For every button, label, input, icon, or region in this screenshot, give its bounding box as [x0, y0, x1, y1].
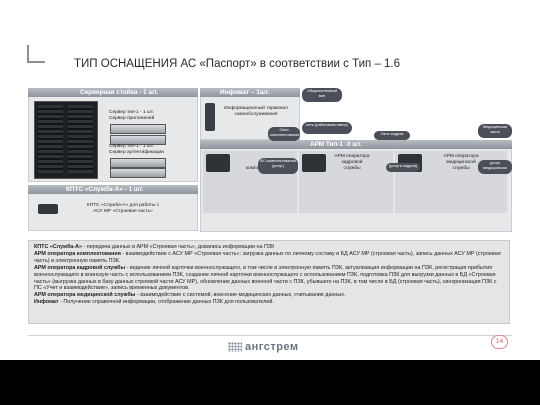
- server-rack-header-label: Серверная стойка - 1 шт.: [80, 89, 159, 96]
- description-arm-hr: АРМ оператора кадровой службы - ведение …: [34, 265, 504, 293]
- kpts-header-label: КПТС «Служба-А» - 1 шт.: [66, 186, 144, 193]
- description-infomat: Инфомат - Получение справочной информаци…: [34, 299, 504, 306]
- arm-workstation-2: АРМ оператора кадровой службы: [299, 151, 393, 213]
- description-kpts: КПТС «Служба-А» - передача данных в АРМ …: [34, 244, 504, 251]
- description-infomat-text: - Получение справочной информации, отобр…: [58, 299, 274, 306]
- workstation-2-label: АРМ оператора кадровой службы: [334, 154, 370, 171]
- infomat-kiosk-image: [205, 103, 215, 131]
- app-server-unit-2: [110, 135, 166, 145]
- callout-hr-services: (услуги кадров): [386, 163, 420, 172]
- kpts-header: КПТС «Служба-А» - 1 шт.: [28, 185, 198, 194]
- workstation-2-desk: [302, 154, 326, 172]
- decorative-bracket: [27, 45, 45, 63]
- app-server-label-line1: Сервер тип-1 - 1 шт.: [109, 110, 154, 115]
- description-arm-hr-text: - ведение личной карточки военнослужащег…: [34, 264, 497, 292]
- page-number: 14: [491, 335, 508, 349]
- arm-header-label: АРМ Тип-1 -3 шт.: [310, 141, 362, 148]
- slide: ТИП ОСНАЩЕНИЯ АС «Паспорт» в соответстви…: [0, 0, 540, 360]
- app-server-unit: [110, 124, 166, 134]
- callout-recruitment-services: АС комплектования (услуг): [258, 158, 298, 174]
- app-server-label: Сервер тип-1 - 1 шт. Сервер приложений: [109, 110, 154, 122]
- auth-server-unit-2: [110, 168, 166, 178]
- workstation-1-desk: [206, 154, 230, 172]
- kpts-device-image: [38, 204, 58, 214]
- description-arm-hr-term: АРМ оператора кадровой службы: [34, 264, 126, 271]
- bottom-band: [0, 360, 540, 405]
- callout-recruitment-window: Окно комплектования: [268, 127, 300, 141]
- description-kpts-term: КПТС «Служба-А»: [34, 244, 82, 250]
- callout-hr-window: Окно кадров: [374, 131, 410, 140]
- server-rack-image: [34, 101, 98, 179]
- arm-header: АРМ Тип-1 -3 шт.: [200, 140, 512, 149]
- app-server-label-line2: Сервер приложений: [109, 116, 155, 121]
- description-arm-medical-term: АРМ оператора медицинской службы: [34, 292, 136, 299]
- company-logo: ангстрем: [228, 341, 299, 353]
- footer-divider: [28, 335, 512, 336]
- page-title: ТИП ОСНАЩЕНИЯ АС «Паспорт» в соответстви…: [74, 58, 401, 70]
- description-kpts-text: - передача данных в АРМ «Строевая часть»…: [82, 244, 275, 250]
- description-infomat-term: Инфомат: [34, 299, 59, 306]
- logo-dots-icon: [228, 342, 242, 352]
- auth-server-unit: [110, 158, 166, 168]
- description-arm-recruitment: АРМ оператора комплектования - взаимодей…: [34, 251, 504, 265]
- description-arm-recruitment-term: АРМ оператора комплектования: [34, 250, 121, 257]
- auth-server-label-line2: Сервер аутентификации: [109, 150, 164, 155]
- kpts-item-label: КПТС «Служба-А» для работы с АСУ МР «Стр…: [86, 203, 160, 214]
- workstation-3-label: АРМ оператора медицинской службы: [443, 154, 479, 171]
- description-box: КПТС «Служба-А» - передача данных в АРМ …: [28, 240, 510, 324]
- logo-text: ангстрем: [245, 341, 299, 353]
- description-arm-medical-text: - взаимодействие с системой, внесение ме…: [135, 292, 346, 299]
- infomat-header-label: Инфомат – 1шт.: [220, 89, 270, 96]
- description-arm-medical: АРМ оператора медицинской службы - взаим…: [34, 292, 504, 299]
- callout-medical-unit: Медицинская часть: [478, 124, 512, 138]
- auth-server-label-line1: Сервер тип-1 - 1 шт.: [109, 144, 154, 149]
- callout-network: сеть (рабочая/вставна): [302, 122, 352, 134]
- infomat-terminal-label: Информационный терминал самообслуживания: [224, 106, 288, 117]
- auth-server-label: Сервер тип-1 - 1 шт. Сервер аутентификац…: [109, 144, 164, 156]
- description-arm-recruitment-text: - взаимодействие с АСУ МР «Строевая част…: [34, 250, 501, 264]
- callout-general-system: Общесистемный вин: [302, 88, 342, 102]
- callout-medical-services: (услуг медицинская: [478, 160, 512, 174]
- infomat-header: Инфомат – 1шт.: [200, 88, 300, 97]
- server-rack-header: Серверная стойка - 1 шт.: [28, 88, 198, 97]
